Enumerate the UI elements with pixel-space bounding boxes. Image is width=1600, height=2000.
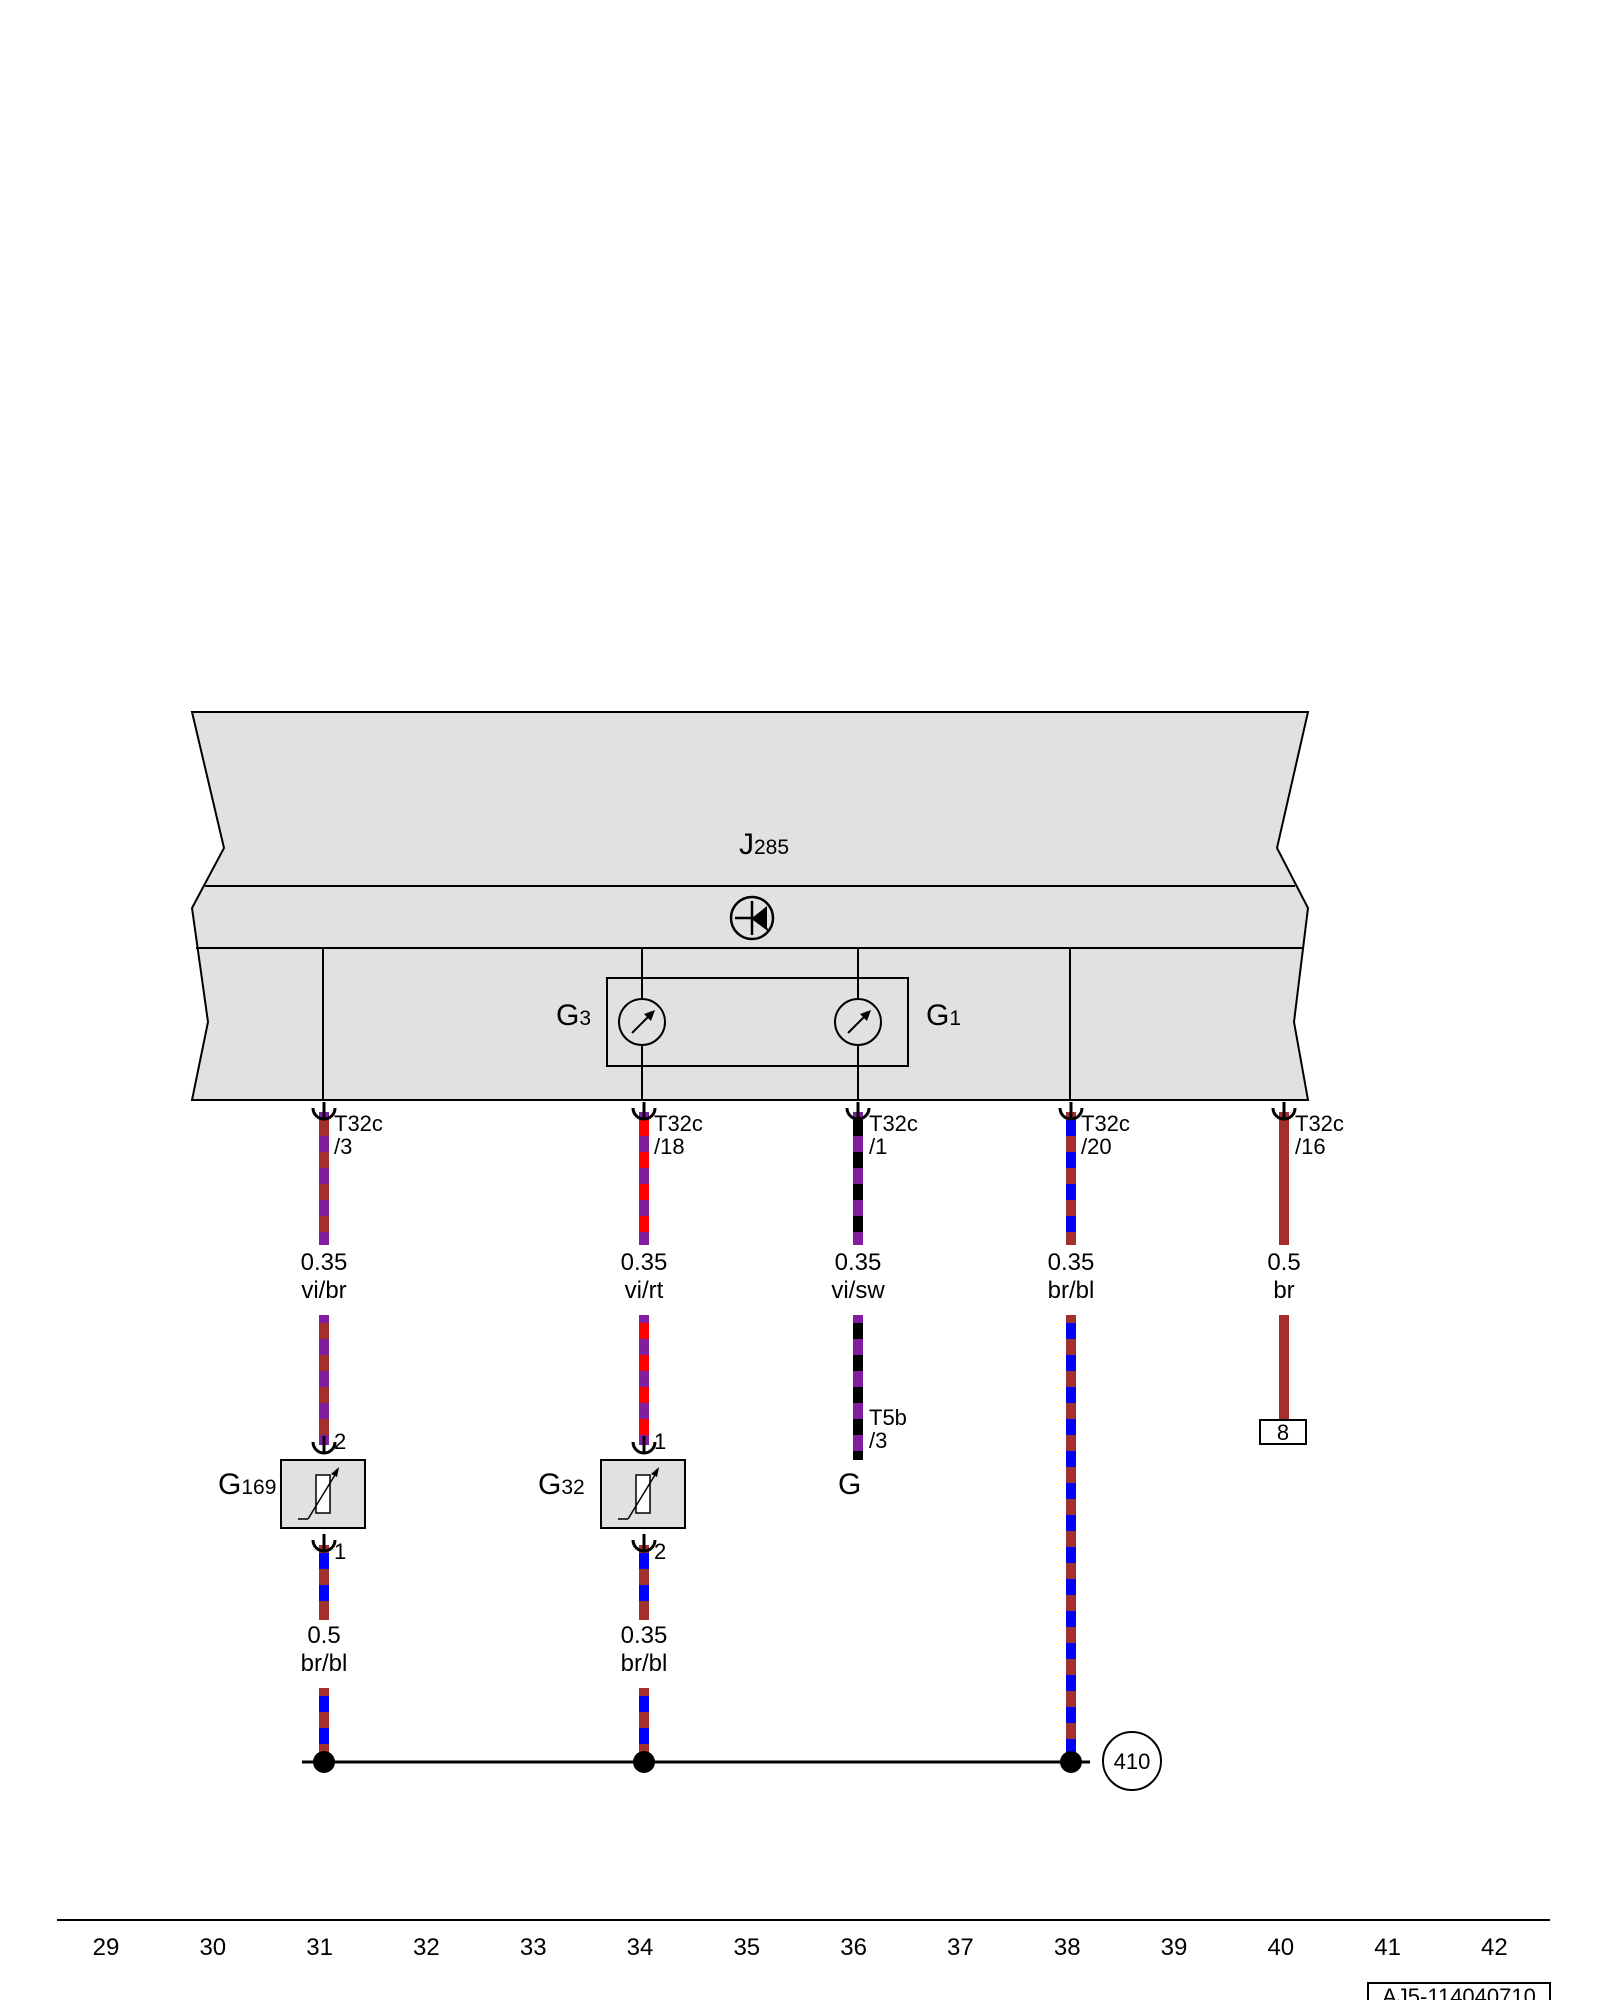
sensor-g169-pin-top: 2 — [334, 1429, 346, 1454]
wire-color-31: vi/br — [301, 1277, 346, 1304]
column-number: 38 — [1054, 1934, 1081, 1961]
connector-symbol-40 — [1271, 1102, 1297, 1121]
junction-dot-38 — [1060, 1751, 1082, 1773]
wire-color-34: vi/rt — [625, 1277, 664, 1304]
column-number: 30 — [199, 1934, 226, 1961]
wire-color-36: vi/sw — [831, 1277, 885, 1304]
wire-31-lower — [319, 1545, 329, 1620]
reference-box — [1367, 1982, 1551, 2000]
connector-labels: T32c/3 T32c/18 T32c/1 T32c/20 T32c/16 — [334, 1111, 1344, 1159]
diode-symbol-icon — [729, 895, 775, 941]
wire-38-long — [1066, 1315, 1076, 1762]
junction-dot-34 — [633, 1751, 655, 1773]
ground-point-label: 410 — [1114, 1749, 1151, 1774]
wire-labels-upper: 0.35 vi/br 0.35 vi/rt 0.35 vi/sw 0.35 br… — [301, 1249, 1301, 1304]
control-unit-label: J285 — [739, 828, 789, 861]
column-number: 41 — [1374, 1934, 1401, 1961]
wire-36-upper — [853, 1112, 863, 1245]
connector-label-31: T32c/3 — [334, 1111, 383, 1159]
column-number: 33 — [520, 1934, 547, 1961]
connector-symbol-g32-bottom — [631, 1534, 657, 1553]
sensor-g32-pin-top: 1 — [654, 1429, 666, 1454]
terminal-box-label: 8 — [1277, 1420, 1289, 1445]
wire-34-lower — [639, 1545, 649, 1620]
wire-31-upper — [319, 1112, 329, 1245]
wire-31-middle — [319, 1315, 329, 1445]
wire-color-34-lower: br/bl — [621, 1650, 668, 1677]
wire-labels-lower: 0.5 br/bl 0.35 br/bl — [301, 1622, 668, 1677]
connector-symbol-g169-top — [311, 1436, 337, 1455]
wire-31-bottom — [319, 1688, 329, 1762]
wire-gauge-36: 0.35 — [835, 1249, 882, 1276]
wire-40-middle — [1279, 1315, 1289, 1420]
connector-symbol-34 — [631, 1102, 657, 1121]
connector-label-36: T32c/1 — [869, 1111, 918, 1159]
connector-symbol-g32-top — [631, 1436, 657, 1455]
wire-gauge-40: 0.5 — [1267, 1249, 1300, 1276]
connector-symbol-g169-bottom — [311, 1534, 337, 1553]
connector-symbol-36 — [845, 1102, 871, 1121]
connector-label-38: T32c/20 — [1081, 1111, 1130, 1159]
connector-label-40: T32c/16 — [1295, 1111, 1344, 1159]
sensor-g32-pin-bottom: 2 — [654, 1539, 666, 1564]
gauge-g3-label: G3 — [556, 999, 591, 1032]
connector-t5b-label: T5b/3 — [869, 1405, 907, 1453]
connector-symbol-38 — [1058, 1102, 1084, 1121]
sensor-g169-label: G169 — [218, 1468, 276, 1501]
wire-gauge-31: 0.35 — [301, 1249, 348, 1276]
ground-point-circle — [1102, 1731, 1162, 1791]
ground-g-label: G — [838, 1468, 861, 1501]
wire-gauge-34-lower: 0.35 — [621, 1622, 668, 1649]
thermistor-icon — [298, 1467, 339, 1520]
column-number: 36 — [840, 1934, 867, 1961]
sensor-g169-housing — [280, 1459, 366, 1529]
wire-40-upper — [1279, 1112, 1289, 1245]
column-numbers: 29 30 31 32 33 34 35 36 37 38 39 40 41 42 — [93, 1934, 1508, 1961]
wire-color-31-lower: br/bl — [301, 1650, 348, 1677]
column-number: 37 — [947, 1934, 974, 1961]
sensor-g32: G32 1 2 — [538, 1429, 686, 1564]
column-number: 29 — [93, 1934, 120, 1961]
connector-symbols — [311, 1102, 1297, 1553]
sensor-g169: G169 2 1 — [218, 1429, 366, 1564]
wire-34-upper — [639, 1112, 649, 1245]
column-number: 32 — [413, 1934, 440, 1961]
column-number: 31 — [306, 1934, 333, 1961]
wire-36-middle — [853, 1315, 863, 1460]
wire-segments — [319, 1112, 1289, 1762]
sensor-g169-pin-bottom: 1 — [334, 1539, 346, 1564]
wire-38-upper — [1066, 1112, 1076, 1245]
column-number: 35 — [733, 1934, 760, 1961]
wire-gauge-34: 0.35 — [621, 1249, 668, 1276]
gauge-g1-label: G1 — [926, 999, 961, 1032]
column-number: 39 — [1161, 1934, 1188, 1961]
wire-gauge-38: 0.35 — [1048, 1249, 1095, 1276]
column-number: 40 — [1267, 1934, 1294, 1961]
column-number: 34 — [627, 1934, 654, 1961]
connector-symbol-31 — [311, 1102, 337, 1121]
terminal-box — [1259, 1419, 1307, 1445]
column-number: 42 — [1481, 1934, 1508, 1961]
connector-label-34: T32c/18 — [654, 1111, 703, 1159]
control-unit-j285: J285 G3 G1 — [190, 711, 1310, 1101]
wire-gauge-31-lower: 0.5 — [307, 1622, 340, 1649]
sensor-g32-label: G32 — [538, 1468, 585, 1501]
control-unit-housing — [190, 711, 1310, 1101]
junction-dot-31 — [313, 1751, 335, 1773]
thermistor-icon — [618, 1467, 659, 1520]
reference-label: AJ5-114040710 — [1382, 1984, 1536, 2000]
wire-color-38: br/bl — [1048, 1277, 1095, 1304]
wire-34-bottom — [639, 1688, 649, 1762]
wire-34-middle — [639, 1315, 649, 1445]
gauge-box — [606, 977, 909, 1067]
wire-color-40: br — [1273, 1277, 1294, 1304]
